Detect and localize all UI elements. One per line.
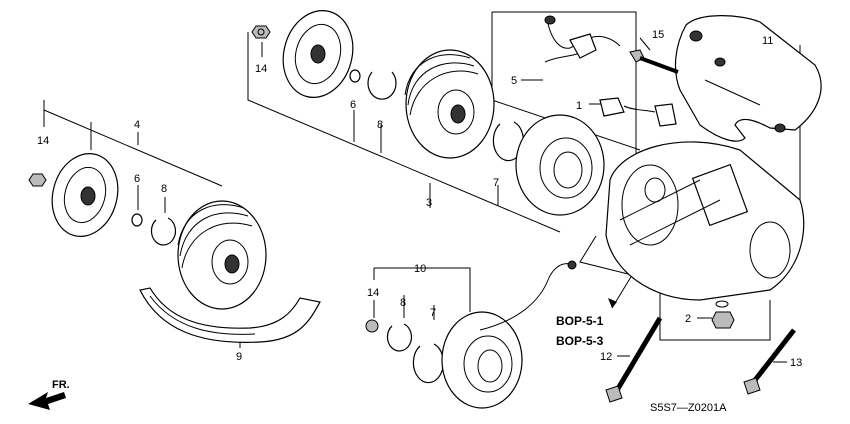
- bolt-12: [605, 316, 663, 403]
- callout-6-top: 6: [350, 99, 356, 111]
- nut-2: [711, 300, 735, 329]
- callout-14-left: 14: [37, 135, 49, 147]
- bolt-13: [743, 328, 796, 395]
- snap-ring-left: [150, 217, 177, 246]
- callout-14-top: 14: [255, 63, 267, 75]
- field-coil-bottom: [365, 260, 577, 409]
- callout-11: 11: [762, 35, 773, 47]
- sensor-harness: [544, 15, 677, 127]
- mount-bracket: [674, 15, 822, 142]
- bolt-15: [629, 49, 679, 74]
- callout-7-top: 7: [493, 177, 499, 189]
- callout-5: 5: [511, 75, 517, 87]
- callout-8-top: 8: [377, 119, 383, 131]
- direction-label: FR.: [52, 379, 70, 391]
- callout-1: 1: [576, 100, 582, 112]
- clutch-plate-top: [282, 9, 354, 99]
- callout-10: 10: [414, 263, 426, 275]
- callout-12: 12: [600, 351, 612, 363]
- diagram-code: S5S7—Z0201A: [650, 402, 727, 414]
- shim-left: [131, 213, 143, 227]
- compressor: [605, 141, 805, 301]
- snap-ring-top: [367, 71, 397, 100]
- callout-9: 9: [236, 351, 242, 363]
- callout-2: 2: [685, 313, 691, 325]
- clutch-plate-left: [28, 152, 119, 238]
- callout-4: 4: [134, 119, 140, 131]
- callouts: 1 2 3 4 5 6 6 7 7 8 8 8 9 10 11 12 13 14…: [37, 29, 802, 369]
- drive-belt: [139, 287, 321, 343]
- reference-bop-5-3: BOP-5-3: [556, 334, 604, 348]
- callout-14-bottom: 14: [367, 287, 379, 299]
- shim-top: [349, 69, 361, 83]
- front-direction-arrow: FR.: [28, 379, 70, 410]
- pulley-left: [177, 200, 267, 310]
- callout-8-bottom: 8: [400, 297, 406, 309]
- nut-top: [251, 25, 271, 39]
- pulley-top: [404, 49, 495, 159]
- callout-15: 15: [652, 29, 664, 41]
- callout-8-left: 8: [161, 183, 167, 195]
- callout-7-bottom: 7: [430, 307, 436, 319]
- reference-bop-5-1: BOP-5-1: [556, 314, 604, 328]
- callout-13: 13: [790, 357, 802, 369]
- callout-3: 3: [426, 197, 432, 209]
- callout-6-left: 6: [134, 173, 140, 185]
- snap-ring-7-top: [492, 121, 524, 162]
- field-coil-top: [515, 114, 605, 216]
